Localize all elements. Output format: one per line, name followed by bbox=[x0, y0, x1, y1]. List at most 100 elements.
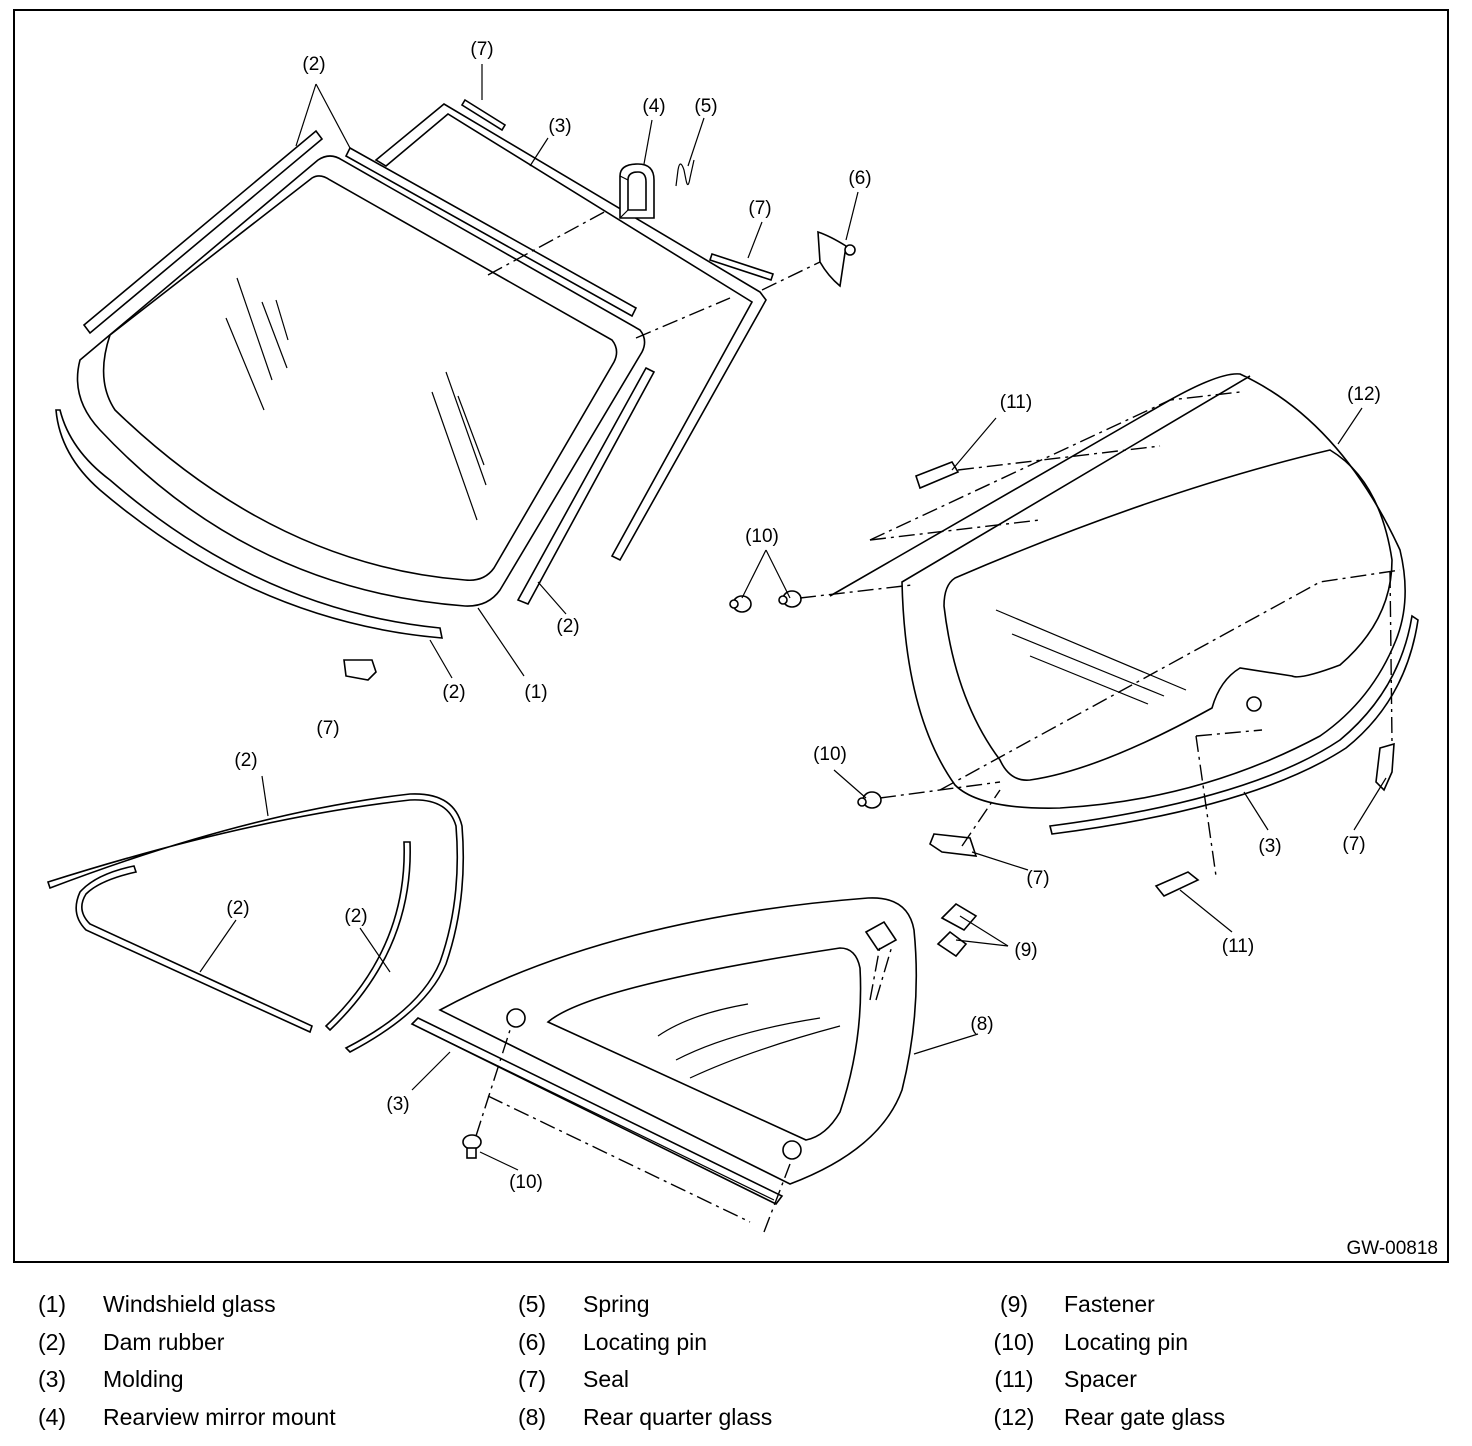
seal-rear-gate-left bbox=[929, 833, 978, 857]
callout-2-quarter-top: (2) bbox=[234, 750, 257, 771]
dam-rubber-bottom bbox=[55, 409, 443, 639]
callout-3-rear-gate: (3) bbox=[1258, 836, 1281, 857]
rear-gate-glass bbox=[829, 373, 1406, 809]
callout-1: (1) bbox=[524, 682, 547, 703]
legend-label: Spacer bbox=[1064, 1366, 1137, 1392]
legend-num: (2) bbox=[37, 1329, 67, 1355]
seal-top bbox=[460, 98, 507, 132]
callout-6: (6) bbox=[848, 168, 871, 189]
legend-num: (5) bbox=[517, 1291, 547, 1317]
legend-item-5: (5) Spring bbox=[500, 1286, 980, 1322]
callout-2-quarter-right: (2) bbox=[344, 906, 367, 927]
rearview-mirror-mount bbox=[619, 163, 655, 219]
spacer-top bbox=[915, 461, 960, 490]
callout-labels: (2) (7) (3) (4) (5) (6) (7) (2) (2) (1) … bbox=[226, 39, 1438, 1259]
spacer-bottom bbox=[1154, 871, 1200, 897]
locating-pin-quarter bbox=[462, 1134, 482, 1159]
locating-pin-upper-left bbox=[729, 590, 802, 613]
callout-3-windshield: (3) bbox=[548, 116, 571, 137]
callout-7-right: (7) bbox=[748, 198, 771, 219]
rear-gate-group bbox=[729, 373, 1419, 897]
dam-rubber-upper-right bbox=[344, 146, 638, 318]
diagram-frame bbox=[13, 9, 1449, 1263]
legend-num: (7) bbox=[517, 1366, 547, 1392]
fastener-lower bbox=[936, 930, 968, 958]
parts-legend: (1) Windshield glass (2) Dam rubber (3) … bbox=[0, 1282, 1472, 1442]
dam-rubber-quarter-inner-left bbox=[75, 865, 313, 1034]
rear-quarter-glare-lines bbox=[657, 1003, 841, 1079]
rear-quarter-group bbox=[410, 897, 978, 1233]
legend-num: (6) bbox=[517, 1329, 547, 1355]
legend-item-9: (9) Fastener bbox=[982, 1286, 1462, 1322]
rear-quarter-hole-left bbox=[506, 1008, 526, 1028]
callout-10-lower: (10) bbox=[509, 1172, 543, 1193]
windshield-glass bbox=[76, 155, 646, 607]
exploded-view-diagram: (2) (7) (3) (4) (5) (6) (7) (2) (2) (1) … bbox=[46, 39, 1438, 1259]
legend-item-12: (12) Rear gate glass bbox=[982, 1399, 1462, 1435]
legend-num: (11) bbox=[994, 1366, 1034, 1392]
legend-item-4: (4) Rearview mirror mount bbox=[0, 1399, 480, 1435]
windshield-locating-pin bbox=[817, 230, 856, 288]
windshield-inner-edge bbox=[102, 175, 618, 582]
dam-rubber-right bbox=[516, 366, 656, 606]
callout-11-top: (11) bbox=[1000, 392, 1032, 413]
callout-10-upper: (10) bbox=[745, 526, 779, 547]
windshield-group bbox=[55, 98, 856, 681]
legend-label: Spring bbox=[583, 1291, 650, 1317]
callout-3-quarter: (3) bbox=[386, 1094, 409, 1115]
legend-num: (9) bbox=[999, 1291, 1029, 1317]
callout-5: (5) bbox=[694, 96, 717, 117]
legend-label: Dam rubber bbox=[103, 1329, 225, 1355]
legend-label: Seal bbox=[583, 1366, 630, 1392]
legend-num: (10) bbox=[993, 1329, 1035, 1355]
legend-label: Rear gate glass bbox=[1064, 1404, 1226, 1430]
rear-quarter-glass bbox=[438, 897, 918, 1185]
seal-windshield-lower bbox=[343, 659, 377, 681]
legend-num: (4) bbox=[37, 1404, 67, 1430]
legend-num: (12) bbox=[993, 1404, 1035, 1430]
callout-8: (8) bbox=[970, 1014, 993, 1035]
callout-2-quarter-left: (2) bbox=[226, 898, 249, 919]
rear-quarter-hole-right bbox=[782, 1140, 802, 1160]
legend-item-3: (3) Molding bbox=[0, 1361, 480, 1397]
rear-gate-glass-inner bbox=[943, 449, 1393, 781]
seal-rear-gate-right bbox=[1375, 742, 1395, 792]
rear-gate-hole bbox=[1246, 696, 1262, 712]
windshield-glare-lines bbox=[225, 277, 487, 521]
callout-2-right: (2) bbox=[556, 616, 579, 637]
callout-7-rear-right: (7) bbox=[1342, 834, 1365, 855]
legend-item-1: (1) Windshield glass bbox=[0, 1286, 480, 1322]
fastener-upper bbox=[940, 902, 978, 932]
callout-7-top: (7) bbox=[470, 39, 493, 60]
figure-code: GW-00818 bbox=[1346, 1238, 1438, 1259]
callout-11-bottom: (11) bbox=[1222, 936, 1254, 957]
leader-lines bbox=[199, 64, 1387, 1171]
rear-gate-glare-lines bbox=[995, 609, 1187, 705]
legend-item-8: (8) Rear quarter glass bbox=[500, 1399, 980, 1435]
legend-item-2: (2) Dam rubber bbox=[0, 1324, 480, 1360]
legend-item-6: (6) Locating pin bbox=[500, 1324, 980, 1360]
legend-num: (3) bbox=[37, 1366, 67, 1392]
legend-item-11: (11) Spacer bbox=[982, 1361, 1462, 1397]
callout-12: (12) bbox=[1347, 384, 1381, 405]
dam-rubber-upper-left bbox=[82, 129, 324, 335]
quarter-dam-rubbers bbox=[46, 793, 465, 1053]
legend-label: Rearview mirror mount bbox=[103, 1404, 336, 1430]
callout-10-mid: (10) bbox=[813, 744, 847, 765]
callout-7-windshield-lower: (7) bbox=[316, 718, 339, 739]
callout-2-top: (2) bbox=[302, 54, 325, 75]
legend-num: (8) bbox=[517, 1404, 547, 1430]
seal-right bbox=[708, 252, 775, 282]
rear-quarter-glass-inner bbox=[546, 947, 862, 1141]
legend-num: (1) bbox=[37, 1291, 67, 1317]
rear-gate-molding bbox=[1049, 614, 1419, 835]
legend-label: Windshield glass bbox=[103, 1291, 276, 1317]
legend-item-10: (10) Locating pin bbox=[982, 1324, 1462, 1360]
legend-label: Molding bbox=[103, 1366, 184, 1392]
spring bbox=[675, 159, 695, 187]
legend-label: Locating pin bbox=[583, 1329, 708, 1355]
rear-quarter-sticker bbox=[864, 920, 898, 952]
callout-7-rear-left: (7) bbox=[1026, 868, 1049, 889]
rear-quarter-molding bbox=[410, 1017, 784, 1206]
dam-rubber-quarter-outer bbox=[46, 793, 465, 1053]
